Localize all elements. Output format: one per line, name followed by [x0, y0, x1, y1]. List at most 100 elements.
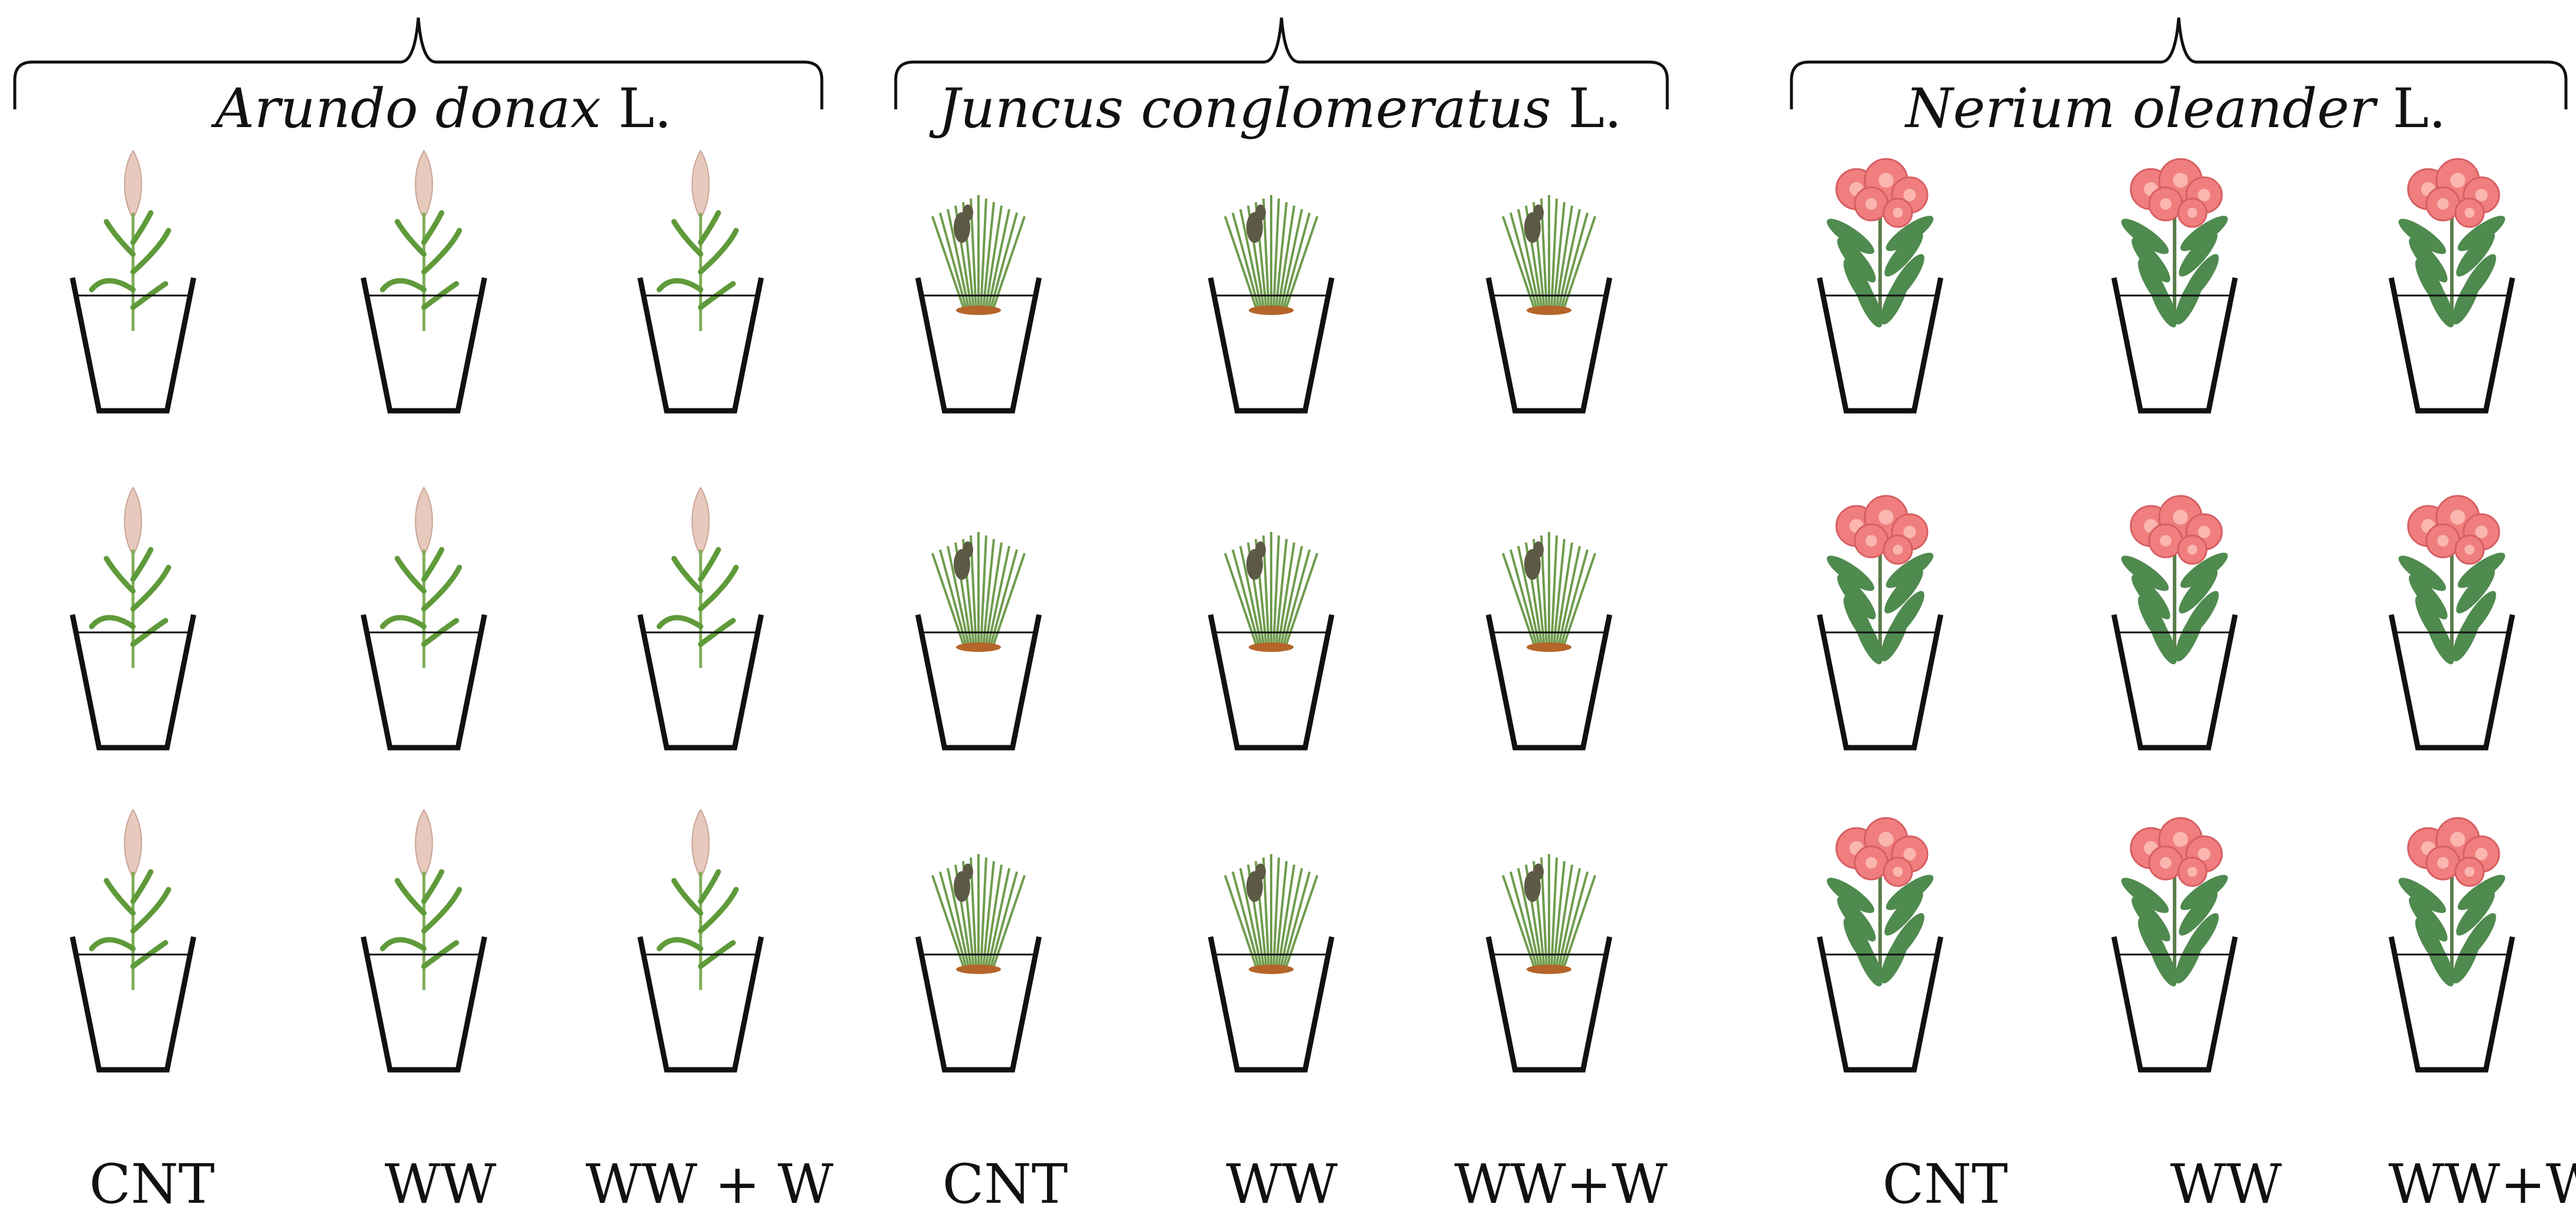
pot-arundo-ww-rep3 [361, 809, 487, 1073]
treatment-label-nerium-cnt: CNT [1882, 1153, 2008, 1216]
oleander-plant-icon [2398, 495, 2506, 664]
pot-outline [1486, 277, 1612, 414]
pot-outline [361, 614, 487, 751]
rush-plant-icon [1224, 195, 1318, 315]
pot-juncus-ww-rep1 [1208, 195, 1334, 414]
pot-arundo-ww-rep1 [361, 150, 487, 414]
rush-plant-icon [1224, 854, 1318, 974]
pot-nerium-cnt-rep2 [1817, 495, 1943, 751]
pot-outline [1817, 277, 1943, 414]
pot-outline [361, 936, 487, 1073]
pot-nerium-cnt-rep1 [1817, 158, 1943, 414]
pot-nerium-cnt-rep3 [1817, 817, 1943, 1073]
reed-plant-icon [380, 150, 462, 331]
pot-outline [2111, 936, 2238, 1073]
pot-outline [1208, 277, 1334, 414]
treatment-label-juncus-ww-w: WW+W [1454, 1153, 1668, 1216]
pot-outline [70, 614, 196, 751]
brace-juncus [894, 17, 1669, 109]
pot-arundo-ww-rep2 [361, 486, 487, 751]
oleander-plant-icon [2121, 817, 2228, 986]
pot-outline [2111, 614, 2238, 751]
pot-nerium-ww-rep1 [2111, 158, 2238, 414]
pot-outline [1208, 614, 1334, 751]
pot-nerium-www-rep1 [2389, 158, 2515, 414]
pot-outline [1486, 614, 1612, 751]
oleander-plant-icon [1826, 158, 1934, 327]
oleander-plant-icon [2121, 158, 2228, 327]
pot-juncus-www-rep2 [1486, 532, 1612, 751]
species-label-arundo: Arundo donax L. [215, 77, 672, 140]
reed-plant-icon [656, 150, 739, 331]
rush-plant-icon [1502, 532, 1596, 652]
pot-outline [361, 277, 487, 414]
pot-outline [637, 936, 764, 1073]
treatment-label-arundo-ww: WW [384, 1153, 497, 1216]
pot-outline [1486, 936, 1612, 1073]
pot-outline [637, 614, 764, 751]
species-authority: L. [2375, 77, 2447, 140]
pot-outline [70, 936, 196, 1073]
treatment-label-juncus-cnt: CNT [942, 1153, 1068, 1216]
treatment-label-nerium-ww-w: WW+W [2388, 1153, 2576, 1216]
species-name: Juncus conglomeratus [938, 77, 1551, 140]
treatment-label-arundo-cnt: CNT [89, 1153, 215, 1216]
rush-plant-icon [1502, 854, 1596, 974]
pot-outline [915, 277, 1042, 414]
oleander-plant-icon [1826, 495, 1934, 664]
pot-nerium-ww-rep3 [2111, 817, 2238, 1073]
reed-plant-icon [89, 809, 171, 990]
pot-outline [1817, 614, 1943, 751]
oleander-plant-icon [2398, 158, 2506, 327]
pot-grid [70, 150, 2515, 1073]
pot-nerium-www-rep3 [2389, 817, 2515, 1073]
pot-outline [2389, 614, 2515, 751]
pot-juncus-www-rep1 [1486, 195, 1612, 414]
pot-outline [637, 277, 764, 414]
species-label-nerium: Nerium oleander L. [1906, 77, 2446, 140]
brace-arundo [13, 17, 824, 109]
pot-juncus-ww-rep3 [1208, 854, 1334, 1073]
pot-juncus-cnt-rep3 [915, 854, 1042, 1073]
reed-plant-icon [656, 809, 739, 990]
treatment-label-juncus-ww: WW [1226, 1153, 1338, 1216]
rush-plant-icon [1502, 195, 1596, 315]
pot-outline [2389, 936, 2515, 1073]
species-name: Nerium oleander [1905, 77, 2376, 140]
pot-arundo-cnt-rep2 [70, 486, 196, 751]
pot-juncus-ww-rep2 [1208, 532, 1334, 751]
pot-outline [2111, 277, 2238, 414]
reed-plant-icon [380, 809, 462, 990]
pot-arundo-www-rep2 [637, 486, 764, 751]
pot-arundo-www-rep3 [637, 809, 764, 1073]
reed-plant-icon [89, 486, 171, 668]
oleander-plant-icon [2398, 817, 2506, 986]
pot-outline [915, 614, 1042, 751]
species-braces [13, 17, 2568, 109]
oleander-plant-icon [2121, 495, 2228, 664]
rush-plant-icon [931, 532, 1026, 652]
pot-arundo-cnt-rep1 [70, 150, 196, 414]
pot-nerium-ww-rep2 [2111, 495, 2238, 751]
species-authority: L. [601, 77, 672, 140]
species-name: Arundo donax [215, 77, 601, 140]
pot-juncus-cnt-rep2 [915, 532, 1042, 751]
pot-juncus-www-rep3 [1486, 854, 1612, 1073]
rush-plant-icon [931, 854, 1026, 974]
species-label-juncus: Juncus conglomeratus L. [938, 77, 1622, 140]
brace-nerium [1790, 17, 2568, 109]
pot-nerium-www-rep2 [2389, 495, 2515, 751]
reed-plant-icon [656, 486, 739, 668]
pot-outline [1817, 936, 1943, 1073]
pot-arundo-cnt-rep3 [70, 809, 196, 1073]
pot-outline [2389, 277, 2515, 414]
reed-plant-icon [380, 486, 462, 668]
pot-juncus-cnt-rep1 [915, 195, 1042, 414]
treatment-label-nerium-ww: WW [2170, 1153, 2282, 1216]
pot-outline [70, 277, 196, 414]
species-authority: L. [1551, 77, 1622, 140]
pot-outline [1208, 936, 1334, 1073]
rush-plant-icon [1224, 532, 1318, 652]
